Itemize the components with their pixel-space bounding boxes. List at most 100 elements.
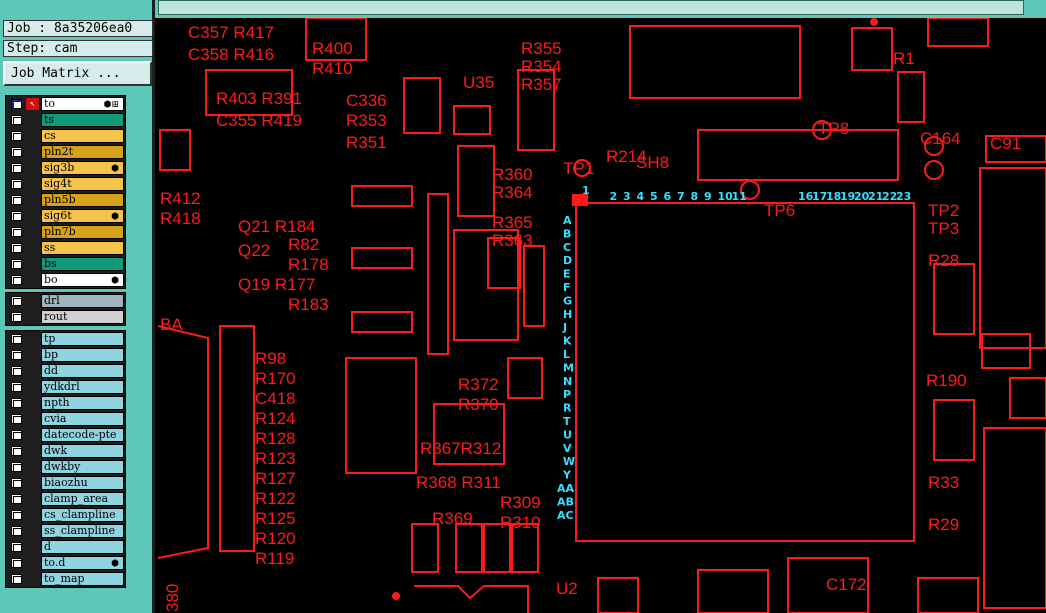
layer-checkbox[interactable] — [11, 163, 22, 173]
layer-name[interactable]: pln5b — [41, 193, 124, 207]
layer-row-sig3b[interactable]: sig3b⬢ — [6, 160, 125, 176]
layer-name[interactable]: ss — [41, 241, 124, 255]
layer-name[interactable]: ydkdrl — [41, 380, 124, 394]
layer-name[interactable]: dwkby — [41, 460, 124, 474]
layer-row-drl[interactable]: drl — [6, 293, 125, 309]
layer-name[interactable]: dd — [41, 364, 124, 378]
layer-row-clamp_area[interactable]: clamp_area — [6, 491, 125, 507]
layer-row-ydkdrl[interactable]: ydkdrl — [6, 379, 125, 395]
layer-checkbox[interactable] — [11, 259, 22, 269]
layer-row-cs_clampline[interactable]: cs_clampline — [6, 507, 125, 523]
layer-name[interactable]: pln7b — [41, 225, 124, 239]
layer-name[interactable]: rout — [41, 310, 124, 324]
layer-checkbox[interactable] — [11, 296, 22, 306]
layer-checkbox[interactable] — [11, 574, 22, 584]
layer-name[interactable]: bo⬢ — [41, 273, 124, 287]
layer-checkbox[interactable] — [11, 558, 22, 568]
layer-checkbox[interactable] — [11, 275, 22, 285]
layer-row-sig6t[interactable]: sig6t⬢ — [6, 208, 125, 224]
layer-checkbox[interactable] — [11, 366, 22, 376]
layer-checkbox[interactable] — [11, 350, 22, 360]
job-matrix-button[interactable]: Job Matrix ... — [3, 61, 152, 86]
layer-checkbox[interactable] — [11, 195, 22, 205]
layer-checkbox[interactable] — [11, 478, 22, 488]
layer-row-dwkby[interactable]: dwkby — [6, 459, 125, 475]
layer-checkbox[interactable] — [11, 398, 22, 408]
layer-checkbox[interactable] — [11, 312, 22, 322]
layer-row-bp[interactable]: bp — [6, 347, 125, 363]
layer-row-npth[interactable]: npth — [6, 395, 125, 411]
layer-name[interactable]: clamp_area — [41, 492, 124, 506]
layer-row-pln7b[interactable]: pln7b — [6, 224, 125, 240]
layer-checkbox[interactable] — [11, 494, 22, 504]
layer-checkbox[interactable] — [11, 510, 22, 520]
ref-designator: R178 — [288, 255, 329, 274]
layer-row-ss[interactable]: ss — [6, 240, 125, 256]
layer-checkbox[interactable] — [11, 414, 22, 424]
layer-row-rout[interactable]: rout — [6, 309, 125, 325]
layer-name[interactable]: to.d⬢ — [41, 556, 124, 570]
layer-name[interactable]: tp — [41, 332, 124, 346]
layer-name[interactable]: sig6t⬢ — [41, 209, 124, 223]
layer-name[interactable]: biaozhu — [41, 476, 124, 490]
layer-row-d[interactable]: d — [6, 539, 125, 555]
layer-checkbox[interactable] — [11, 179, 22, 189]
layer-checkbox[interactable] — [11, 542, 22, 552]
layer-row-bs[interactable]: bs — [6, 256, 125, 272]
layer-row-to[interactable]: ↖to⬢⊞ — [6, 96, 125, 112]
layer-name[interactable]: datecode-pte — [41, 428, 124, 442]
layer-row-biaozhu[interactable]: biaozhu — [6, 475, 125, 491]
layer-row-dd[interactable]: dd — [6, 363, 125, 379]
layer-checkbox[interactable] — [11, 446, 22, 456]
layer-row-pln2t[interactable]: pln2t — [6, 144, 125, 160]
bga-column-number: 8 — [691, 190, 699, 203]
layer-name[interactable]: npth — [41, 396, 124, 410]
layer-name[interactable]: cs_clampline — [41, 508, 124, 522]
layer-name[interactable]: bp — [41, 348, 124, 362]
layer-name[interactable]: to_map — [41, 572, 124, 586]
layer-name[interactable]: cvia — [41, 412, 124, 426]
bga-column-number: 10 — [718, 190, 734, 203]
layer-name[interactable]: sig3b⬢ — [41, 161, 124, 175]
layer-checkbox[interactable] — [11, 430, 22, 440]
layer-checkbox[interactable] — [11, 526, 22, 536]
layer-row-datecode-pte[interactable]: datecode-pte — [6, 427, 125, 443]
layer-checkbox[interactable] — [11, 334, 22, 344]
layer-panel: Job : 8a35206ea0 Step: cam Job Matrix ..… — [0, 0, 155, 613]
layer-checkbox[interactable] — [11, 211, 22, 221]
layer-name[interactable]: d — [41, 540, 124, 554]
layer-checkbox[interactable] — [11, 462, 22, 472]
layer-row-to.d[interactable]: to.d⬢ — [6, 555, 125, 571]
layer-row-bo[interactable]: bo⬢ — [6, 272, 125, 288]
command-line-field[interactable] — [158, 0, 1024, 15]
layer-checkbox[interactable] — [11, 147, 22, 157]
layer-row-dwk[interactable]: dwk — [6, 443, 125, 459]
layer-name[interactable]: sig4t — [41, 177, 124, 191]
layer-row-cvia[interactable]: cvia — [6, 411, 125, 427]
layer-name[interactable]: ss_clampline — [41, 524, 124, 538]
layer-row-tp[interactable]: tp — [6, 331, 125, 347]
layer-name[interactable]: to⬢⊞ — [41, 97, 124, 111]
layer-row-sig4t[interactable]: sig4t — [6, 176, 125, 192]
layer-name[interactable]: cs — [41, 129, 124, 143]
layer-name[interactable]: drl — [41, 294, 124, 308]
layer-row-cs[interactable]: cs — [6, 128, 125, 144]
bga-column-number: 19 — [840, 190, 855, 203]
layer-flag-icon: ⬢ — [111, 164, 119, 174]
layer-checkbox[interactable] — [11, 99, 22, 109]
layer-name[interactable]: pln2t — [41, 145, 124, 159]
layer-row-ts[interactable]: ts — [6, 112, 125, 128]
layer-name[interactable]: bs — [41, 257, 124, 271]
layer-name[interactable]: dwk — [41, 444, 124, 458]
ref-designator: R119 — [255, 549, 294, 568]
layer-checkbox[interactable] — [11, 243, 22, 253]
layer-row-pln5b[interactable]: pln5b — [6, 192, 125, 208]
layer-checkbox[interactable] — [11, 131, 22, 141]
layer-checkbox[interactable] — [11, 227, 22, 237]
layer-name[interactable]: ts — [41, 113, 124, 127]
layer-row-to_map[interactable]: to_map — [6, 571, 125, 587]
layer-row-ss_clampline[interactable]: ss_clampline — [6, 523, 125, 539]
layer-checkbox[interactable] — [11, 382, 22, 392]
layer-checkbox[interactable] — [11, 115, 22, 125]
